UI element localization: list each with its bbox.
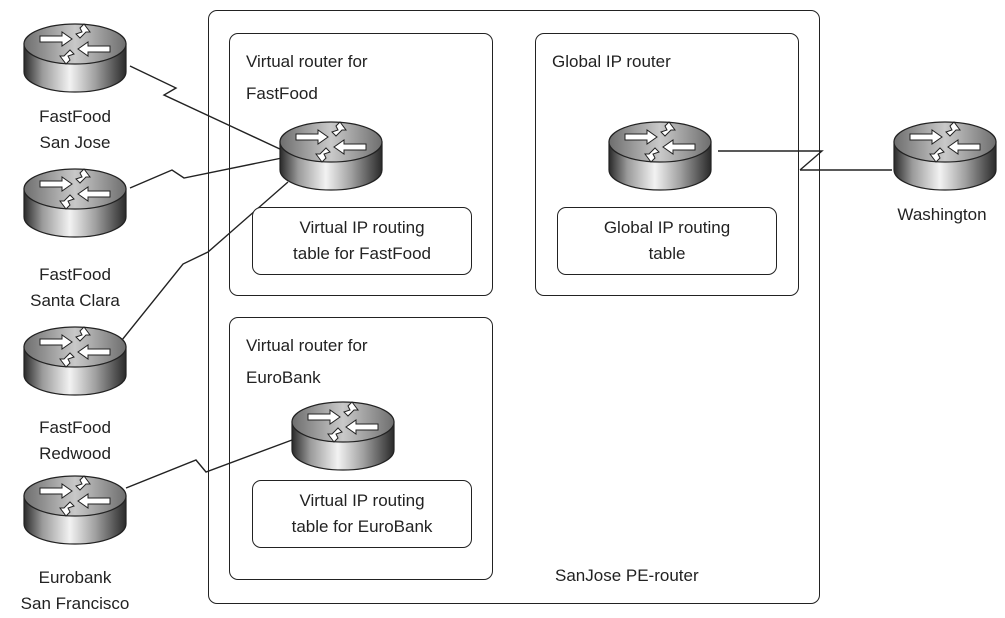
vrf-fastfood-title: Virtual router for FastFood [246, 52, 368, 103]
vrf-eurobank-title: Virtual router for EuroBank [246, 336, 368, 387]
site-label-eurobank-sf: Eurobank San Francisco [20, 568, 130, 613]
global-router-title: Global IP router [552, 52, 671, 71]
link-santaclara [129, 157, 283, 189]
link-washington-top [718, 150, 824, 171]
pe-router-label: SanJose PE-router [555, 566, 699, 585]
router-icon-washington [890, 118, 1000, 194]
link-sanjose [129, 65, 283, 151]
router-icon-fastfood-redwood [20, 323, 130, 399]
site-label-fastfood-santaclara: FastFood Santa Clara [30, 265, 120, 310]
site-label-fastfood-sanjose: FastFood San Jose [39, 107, 111, 152]
vrf-eurobank-routing-table: Virtual IP routing table for EuroBank [252, 480, 472, 548]
site-label-washington: Washington [897, 205, 987, 224]
vrf-fastfood-routing-table: Virtual IP routing table for FastFood [252, 207, 472, 275]
router-icon-eurobank-sf [20, 472, 130, 548]
router-icon-vrf-eurobank [288, 398, 398, 474]
router-icon-vrf-fastfood [276, 118, 386, 194]
site-label-fastfood-redwood: FastFood Redwood [39, 418, 111, 463]
router-icon-global [605, 118, 715, 194]
router-icon-fastfood-santaclara [20, 165, 130, 241]
global-routing-table: Global IP routing table [557, 207, 777, 275]
link-redwood [121, 181, 289, 341]
router-icon-fastfood-sanjose [20, 20, 130, 96]
link-eurobank [125, 439, 293, 489]
